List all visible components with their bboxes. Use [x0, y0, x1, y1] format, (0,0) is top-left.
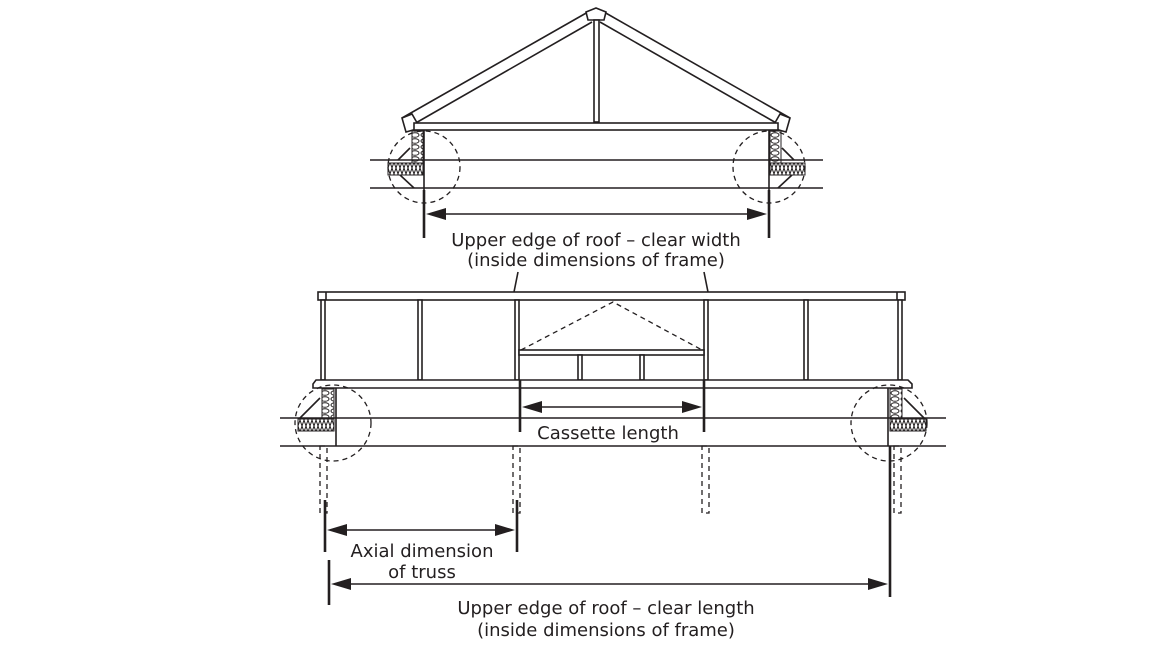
leader-tick-left: [513, 271, 519, 293]
dashed-supports: [319, 445, 902, 514]
cassette-length-label: Cassette length: [537, 423, 679, 444]
bottom-beam: [312, 379, 913, 389]
clear-width-dimension: [422, 190, 771, 238]
clear-length-dimension: [327, 446, 892, 605]
cassette-length-dimension: [518, 380, 706, 432]
cross-section-view: Upper edge of roof – clear width (inside…: [370, 7, 823, 271]
longitudinal-view: Cassette length Axial dimension of truss…: [280, 271, 946, 641]
detail-circle-left: [294, 384, 372, 462]
insulation-left: [297, 388, 335, 432]
wall-lines: [370, 130, 823, 190]
cassette-roof-outline: [520, 301, 703, 351]
truss-posts: [320, 299, 903, 381]
clear-width-sublabel: (inside dimensions of frame): [467, 250, 725, 271]
cassette-chord: [518, 349, 705, 356]
bottom-chord: [413, 122, 779, 131]
axial-dimension-sublabel: of truss: [388, 562, 456, 583]
clear-length-label: Upper edge of roof – clear length: [457, 598, 754, 619]
detail-circle-right: [850, 384, 928, 462]
axial-dimension: [323, 500, 519, 552]
leader-tick-right: [703, 271, 709, 293]
king-post: [593, 19, 600, 123]
clear-length-sublabel: (inside dimensions of frame): [477, 620, 735, 641]
roof-rafters: [401, 7, 791, 133]
axial-dimension-label: Axial dimension: [351, 541, 494, 562]
insulation-right: [889, 388, 927, 432]
clear-width-label: Upper edge of roof – clear width: [451, 230, 741, 251]
top-rail: [317, 291, 906, 301]
